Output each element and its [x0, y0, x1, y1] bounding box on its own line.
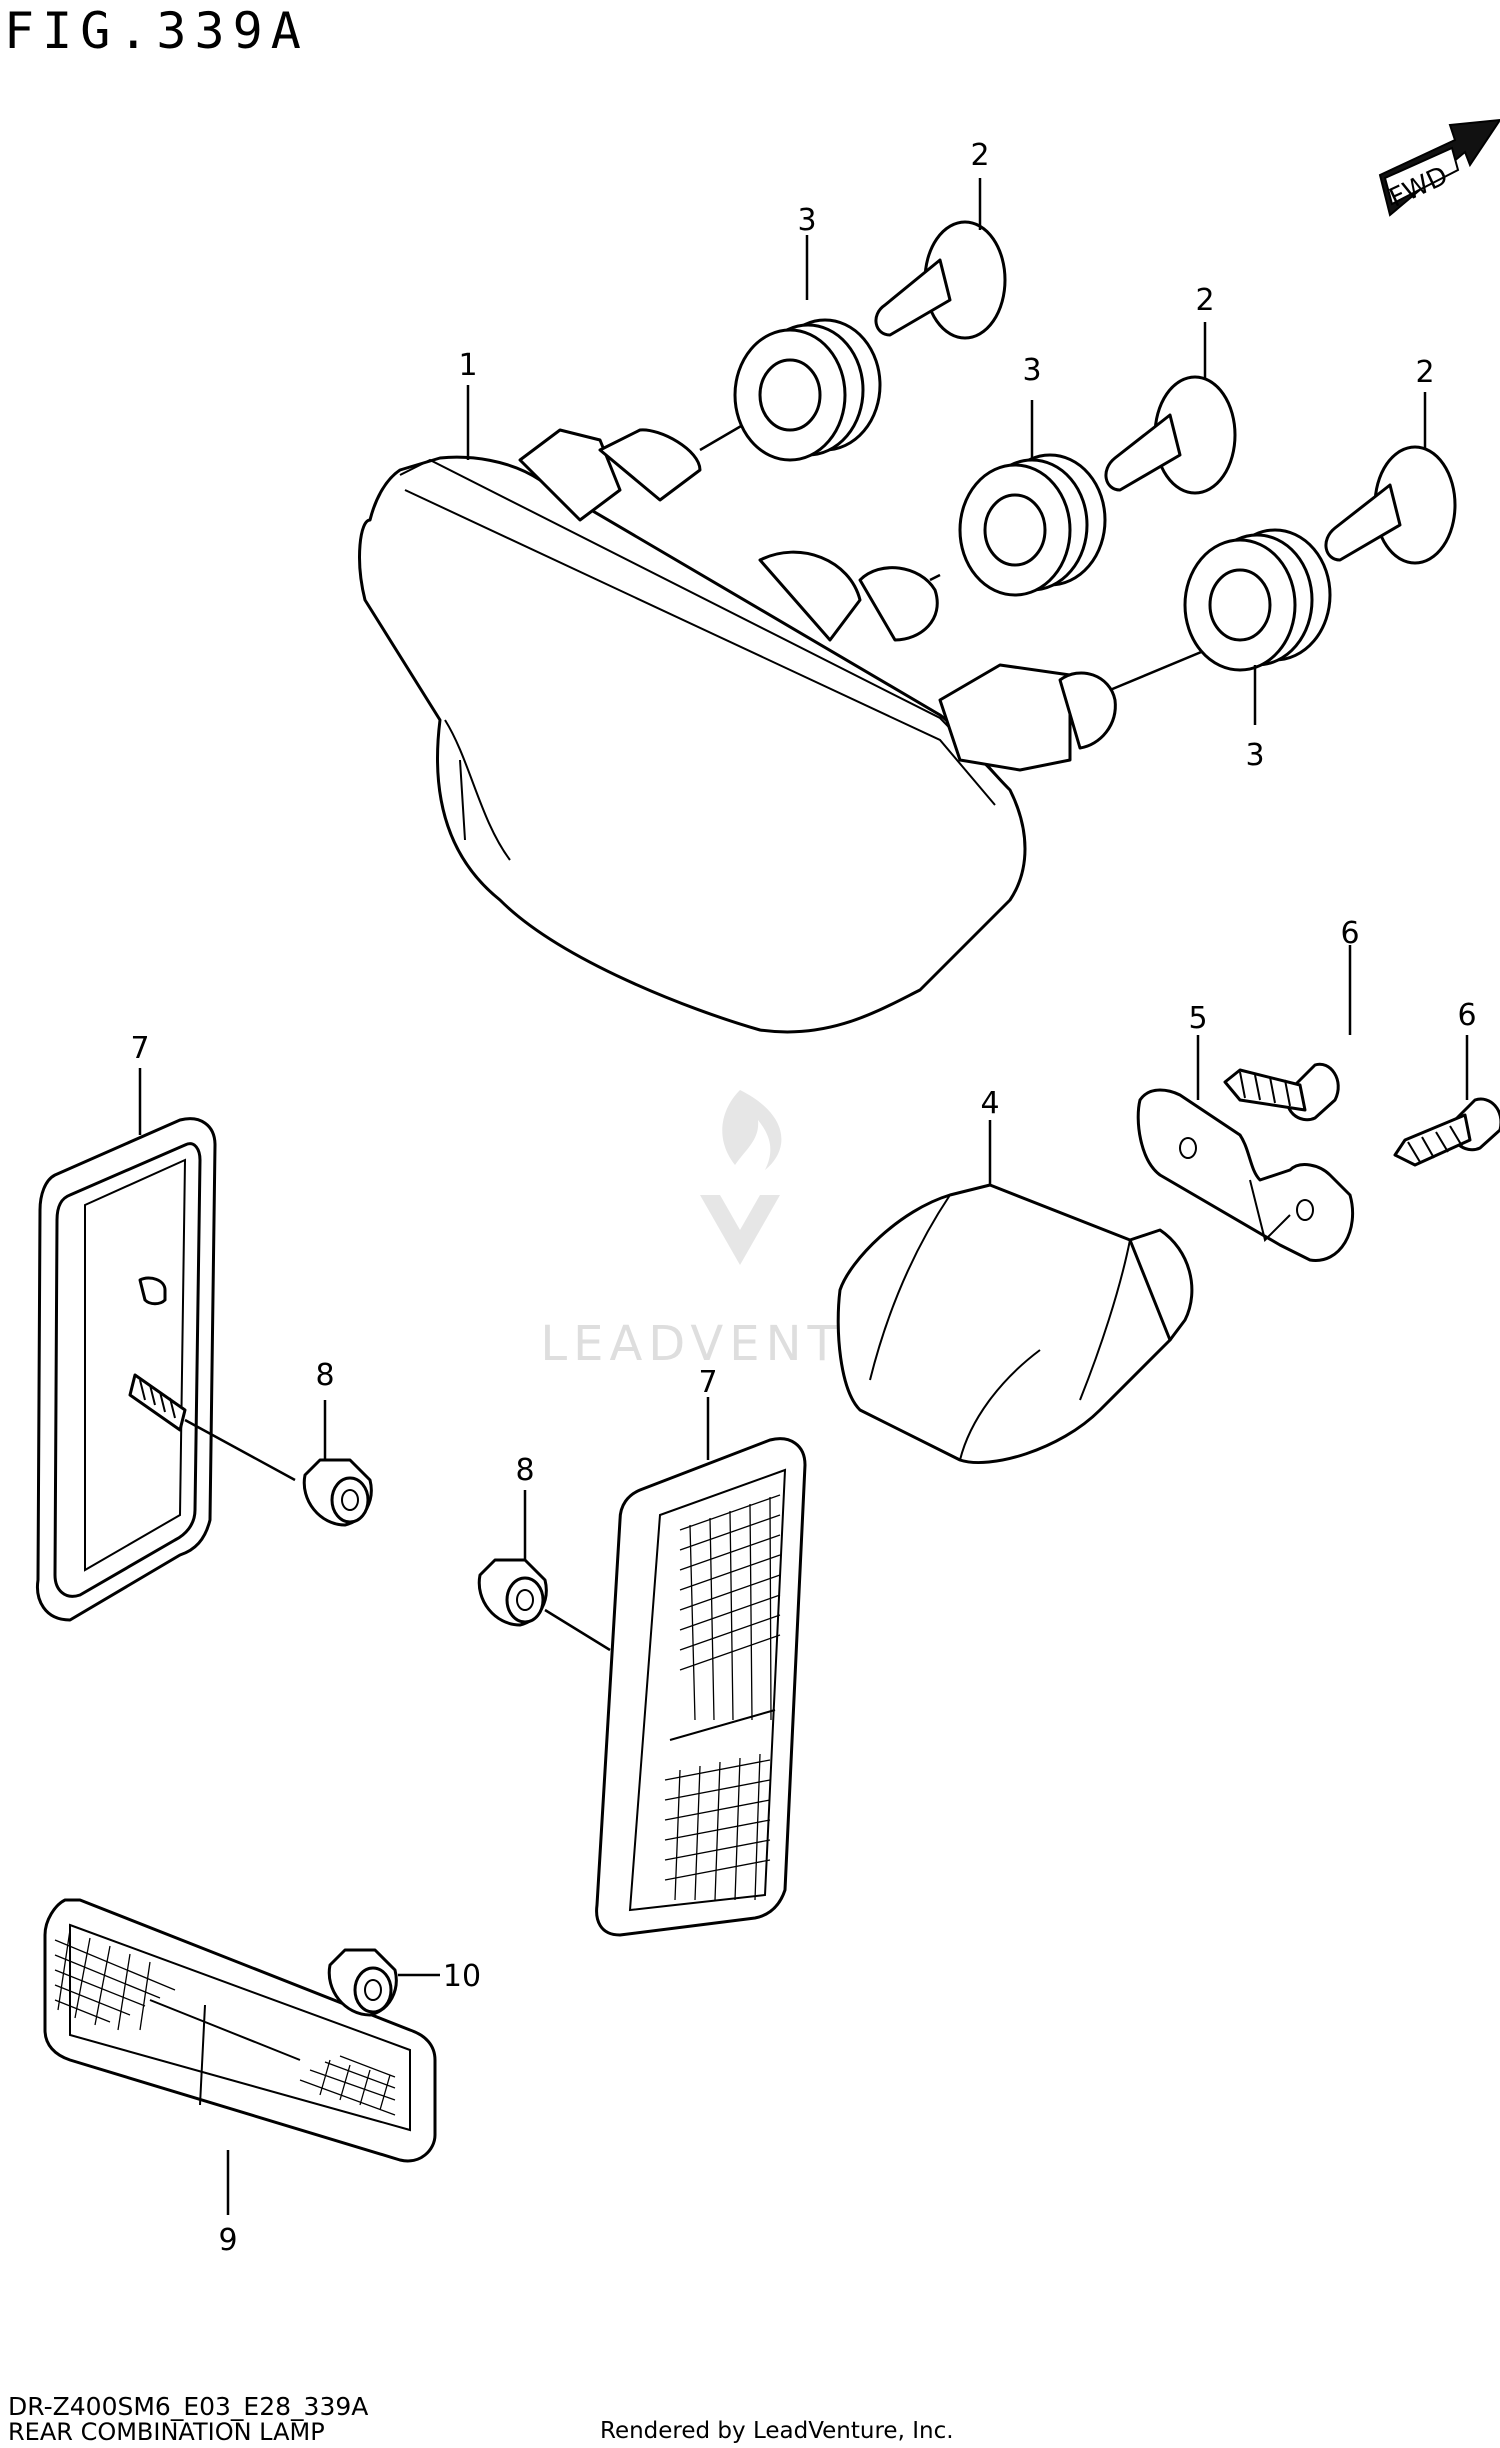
- rendered-by: Rendered by LeadVenture, Inc.: [600, 2418, 954, 2444]
- collar-lower: [1324, 445, 1457, 565]
- callout-6-upper: 6: [1340, 916, 1359, 951]
- callout-3-upper: 3: [797, 203, 816, 238]
- callout-2-middle: 2: [1195, 283, 1214, 318]
- leader-lines: [138, 178, 1469, 2215]
- callout-6-lower: 6: [1457, 998, 1476, 1033]
- grommet-lower: [1183, 528, 1332, 672]
- callout-3-lower: 3: [1245, 738, 1264, 773]
- callout-8-lower: 8: [515, 1453, 534, 1488]
- grommet-middle: [958, 453, 1107, 597]
- callout-7-right: 7: [698, 1365, 717, 1400]
- callout-4: 4: [980, 1086, 999, 1121]
- section-name: REAR COMBINATION LAMP: [8, 2418, 325, 2446]
- reflector-case-left: [35, 1117, 296, 1622]
- callout-2-upper: 2: [970, 138, 989, 173]
- collar-upper: [874, 220, 1007, 340]
- tail-lamp-assembly: [358, 413, 1231, 1034]
- callout-1: 1: [458, 348, 477, 383]
- callout-labels: 1 2 2 2 3 3 3 4 5 6 6 7 7 8 8 9 10: [130, 138, 1476, 2258]
- rear-reflector: [43, 1898, 437, 2163]
- callout-10: 10: [443, 1959, 481, 1994]
- screw-lower: [1393, 1097, 1500, 1167]
- reflector-case-right: [595, 1437, 807, 1937]
- callout-3-middle: 3: [1022, 353, 1041, 388]
- collar-middle: [1104, 375, 1237, 495]
- reflector-nut: [327, 1948, 398, 2017]
- callout-9: 9: [218, 2223, 237, 2258]
- fwd-arrow-icon: FWD: [1378, 118, 1500, 217]
- figure-title: FIG.339A: [4, 2, 309, 60]
- screw-upper: [1223, 1062, 1340, 1122]
- model-code: DR-Z400SM6_E03_E28_339A: [8, 2392, 369, 2421]
- grommet-upper: [733, 318, 882, 462]
- lamp-bracket: [1136, 1088, 1355, 1262]
- nut-lower: [477, 1558, 611, 1652]
- callout-2-lower: 2: [1415, 355, 1434, 390]
- callout-8-upper: 8: [315, 1358, 334, 1393]
- license-lamp: [836, 1183, 1194, 1465]
- callout-7-left: 7: [130, 1031, 149, 1066]
- nut-upper: [302, 1458, 373, 1527]
- callout-5: 5: [1188, 1001, 1207, 1036]
